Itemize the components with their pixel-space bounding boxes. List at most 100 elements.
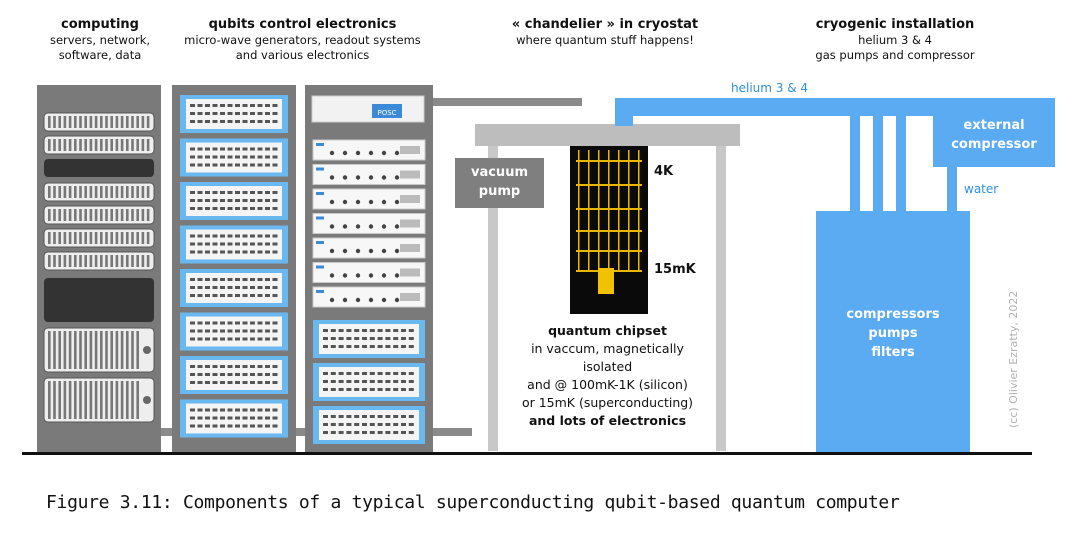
control-unit-port: [272, 250, 278, 254]
control-unit-port: [220, 112, 225, 115]
control-unit-port: [346, 329, 352, 332]
server-slat: [48, 331, 51, 369]
control-unit-port: [242, 416, 248, 420]
control-unit-port: [272, 191, 278, 194]
control-unit-port: [323, 380, 328, 383]
control-unit-port: [227, 104, 233, 107]
server-slat: [100, 209, 103, 221]
instrument-knob: [342, 273, 348, 278]
server-slat: [136, 116, 139, 128]
control-unit-port: [272, 408, 278, 412]
server-unit-dark: [44, 278, 154, 322]
instrument-display: [400, 195, 420, 203]
temp-15mk-label: 15mK: [654, 262, 696, 277]
control-unit-port: [265, 250, 270, 254]
server-slat: [89, 381, 93, 419]
control-unit-port: [369, 423, 375, 426]
control-unit-port: [265, 147, 270, 151]
control-unit-port: [235, 112, 240, 115]
server-slat: [84, 381, 87, 419]
server-slat: [136, 331, 139, 369]
control-unit-port: [323, 345, 328, 348]
control-unit-port: [265, 416, 270, 420]
server-slat: [79, 209, 82, 221]
control-unit-port: [393, 345, 399, 348]
control-unit-port: [205, 329, 210, 333]
control-unit-port: [197, 163, 203, 167]
helium-pipe-a: [850, 116, 860, 216]
instrument-knob: [355, 297, 361, 303]
control-unit-port: [190, 329, 195, 333]
instrument-knob: [342, 175, 348, 180]
server-slat: [84, 116, 87, 128]
server-slat: [141, 232, 145, 244]
control-unit-port: [197, 191, 203, 194]
control-unit-port: [354, 388, 360, 391]
server-slat: [110, 255, 113, 267]
control-unit-port: [250, 373, 255, 376]
control-unit-port: [354, 329, 360, 332]
control-unit-port: [354, 372, 360, 375]
control-unit-port: [272, 321, 278, 325]
control-unit-port: [190, 199, 195, 202]
header-chandelier-line-1: where quantum stuff happens!: [516, 33, 694, 47]
chandelier-wire: [638, 150, 640, 272]
control-unit-port: [408, 329, 414, 332]
server-slat: [63, 209, 67, 221]
chandelier-grid: [576, 150, 642, 272]
control-unit-port: [377, 423, 383, 426]
control-unit-port: [197, 416, 203, 420]
control-unit-port: [330, 329, 336, 332]
chandelier-wire: [618, 150, 620, 272]
instrument-knob: [368, 150, 374, 156]
control-unit-port: [235, 424, 240, 428]
control-unit-port: [338, 372, 344, 375]
control-unit-port: [242, 104, 248, 107]
server-slat: [68, 232, 72, 244]
control-unit-port: [235, 163, 240, 167]
control-unit-port: [212, 199, 218, 202]
control-unit-port: [205, 381, 210, 384]
control-unit-port: [227, 242, 233, 246]
control-unit-port: [346, 423, 352, 426]
control-unit-port: [257, 286, 263, 289]
server-slat: [115, 331, 119, 369]
control-unit-port: [362, 431, 367, 434]
control-unit-port: [257, 191, 263, 194]
server-slat: [115, 116, 119, 128]
control-unit-port: [346, 345, 352, 348]
server-slat: [115, 186, 119, 198]
control-unit-port: [362, 337, 367, 340]
control-rack-2: POSC: [305, 85, 433, 455]
server-slat: [136, 186, 139, 198]
control-unit-port: [227, 234, 233, 238]
control-unit-port: [265, 207, 270, 210]
server-slat: [115, 139, 119, 151]
control-unit-port: [362, 372, 367, 375]
server-slat: [100, 381, 103, 419]
control-unit-port: [220, 207, 225, 210]
control-unit-port: [257, 416, 263, 420]
server-slat: [79, 186, 82, 198]
control-unit-port: [227, 147, 233, 151]
control-unit-port: [362, 415, 367, 418]
control-unit-port: [205, 373, 210, 376]
server-slat: [48, 381, 51, 419]
control-unit-port: [265, 104, 270, 107]
control-unit-port: [257, 147, 263, 151]
temp-4k-label: 4K: [654, 164, 674, 179]
control-unit-port: [197, 155, 203, 159]
link-control-cryostat: [432, 98, 582, 106]
server-slat: [105, 331, 108, 369]
control-unit-port: [197, 373, 203, 376]
cryostat-top-plate: [475, 124, 740, 146]
control-unit-port: [362, 423, 367, 426]
control-unit-port: [242, 408, 248, 412]
control-unit-port: [212, 365, 218, 368]
control-unit-port: [197, 242, 203, 246]
control-unit-port: [346, 372, 352, 375]
control-unit-port: [272, 337, 278, 341]
control-unit-port: [190, 286, 195, 289]
instrument-knob: [381, 248, 387, 254]
control-unit-port: [272, 286, 278, 289]
